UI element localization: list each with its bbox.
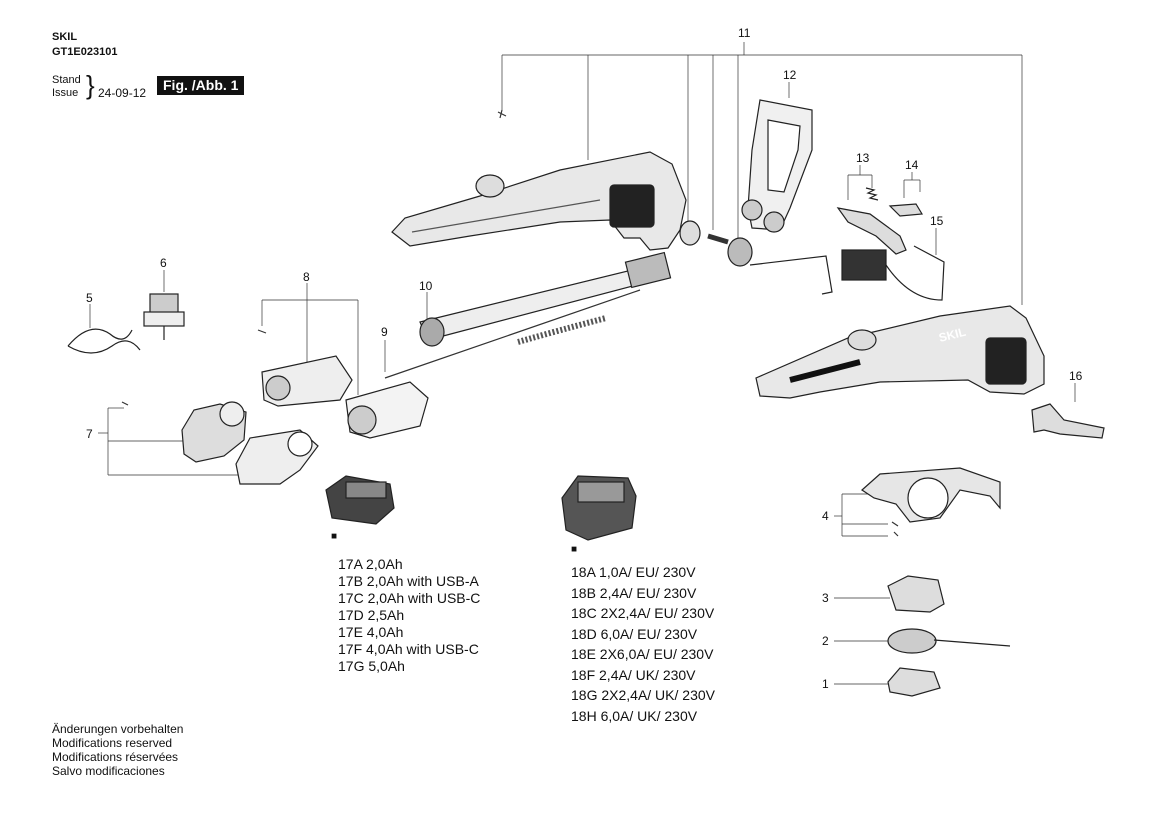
battery-item: 17B 2,0Ah with USB-A [338,573,479,589]
battery-item: 17A 2,0Ah [338,556,403,572]
callout-15: 15 [930,214,944,228]
callout-14: 14 [905,158,919,172]
brand-name: SKIL [52,31,78,43]
figure-label: Fig. /Abb. 1 [157,76,245,95]
battery-list: 17A 2,0Ah 17B 2,0Ah with USB-A 17C 2,0Ah… [338,556,480,675]
footer-line: Modifications reserved [52,736,173,750]
charger-item: 18A 1,0A/ EU/ 230V [571,564,696,580]
callout-5: 5 [86,291,93,305]
issue-label: Issue [52,87,79,99]
callout-9: 9 [381,325,388,339]
charger-marker: ■ [571,544,578,555]
callout-16: 16 [1069,369,1083,383]
battery-item: 17E 4,0Ah [338,624,404,640]
callout-1: 1 [822,677,829,691]
charger-item: 18B 2,4A/ EU/ 230V [571,584,697,601]
callout-11: 11 [738,26,751,40]
battery-item: 17D 2,5Ah [338,607,405,623]
stand-label: Stand [52,74,81,86]
footer-line: Salvo modificaciones [52,764,165,778]
callout-2: 2 [822,634,829,648]
callout-4: 4 [822,509,829,523]
charger-item: 18F 2,4A/ UK/ 230V [571,666,696,683]
callout-7: 7 [86,427,93,441]
battery-item: 17G 5,0Ah [338,658,405,674]
charger-item: 18E 2X6,0A/ EU/ 230V [571,646,714,662]
battery-item: 17F 4,0Ah with USB-C [338,641,479,657]
charger-item: 18D 6,0A/ EU/ 230V [571,625,698,642]
battery-item: 17C 2,0Ah with USB-C [338,590,481,606]
callout-6: 6 [160,256,167,270]
brace: } [86,70,95,100]
issue-date: 24-09-12 [98,86,147,100]
charger-list: 18A 1,0A/ EU/ 230V 18B 2,4A/ EU/ 230V 18… [571,562,715,726]
modifications-note: Änderungen vorbehalten Modifications res… [52,722,183,778]
footer-line: Modifications réservées [52,750,179,764]
charger-item: 18G 2X2,4A/ UK/ 230V [571,687,715,703]
callout-3: 3 [822,591,829,605]
battery-marker: ■ [331,531,338,542]
footer-line: Änderungen vorbehalten [52,722,184,736]
model-number: GT1E023101 [52,46,118,58]
callout-10: 10 [419,279,433,293]
callout-13: 13 [856,151,870,165]
charger-item: 18H 6,0A/ UK/ 230V [571,707,698,724]
svg-text:SKIL: SKIL [937,325,967,345]
charger-item: 18C 2X2,4A/ EU/ 230V [571,605,715,621]
callout-12: 12 [783,68,797,82]
callout-8: 8 [303,270,310,284]
